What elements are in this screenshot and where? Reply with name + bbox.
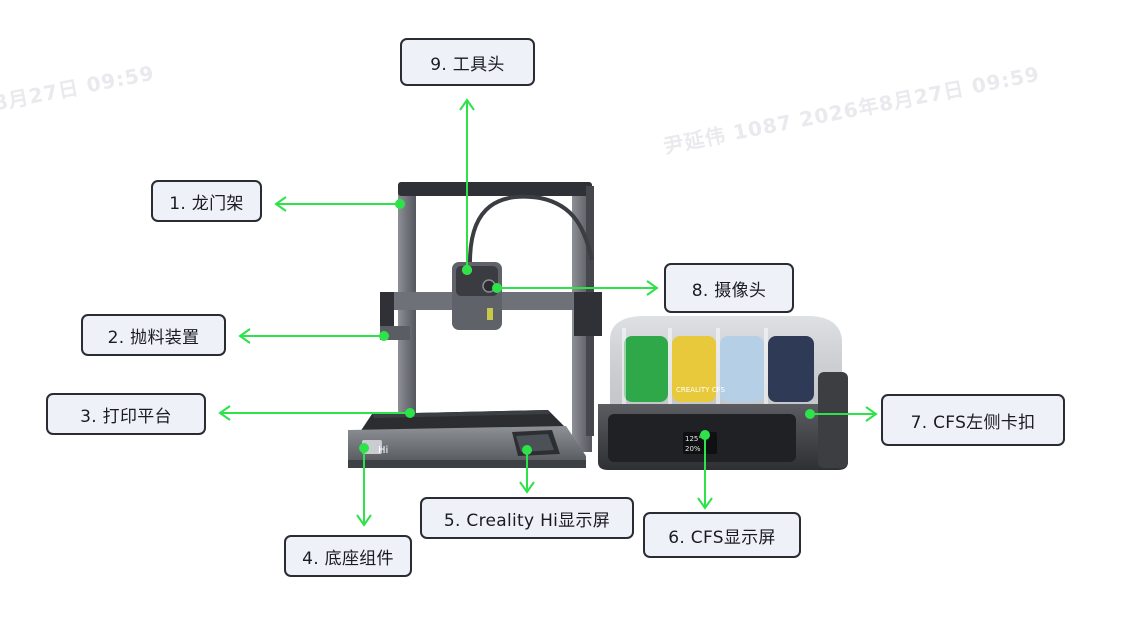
label-base: 4. 底座组件 (284, 535, 412, 577)
dot-bed (405, 408, 415, 418)
dot-camera (492, 283, 502, 293)
cfs-screen-line1: 125° (685, 435, 702, 443)
dot-base (359, 443, 369, 453)
label-cfs-buckle: 7. CFS左侧卡扣 (881, 394, 1065, 446)
label-hi-screen: 5. Creality Hi显示屏 (420, 497, 634, 539)
dot-gantry (395, 199, 405, 209)
label-purge: 2. 抛料装置 (81, 314, 226, 356)
arrowhead-bed (218, 405, 231, 421)
base-logo: Hi (378, 445, 388, 456)
label-gantry: 1. 龙门架 (151, 180, 262, 222)
toolhead (452, 262, 502, 330)
arrowhead-gantry (274, 196, 287, 212)
bowden-tube (468, 194, 594, 263)
arrowhead-camera (646, 280, 659, 296)
arrowhead-purge (238, 328, 251, 344)
printer-base: Hi (348, 426, 586, 468)
arrowhead-hi-screen (519, 481, 535, 494)
dot-purge (379, 331, 389, 341)
arrowhead-cfs-screen (697, 497, 713, 510)
callout-arrows (218, 98, 878, 527)
dot-cfs-buckle (805, 409, 815, 419)
label-camera: 8. 摄像头 (664, 263, 794, 313)
filament-spools (622, 328, 814, 404)
arrowhead-toolhead (459, 98, 475, 111)
cfs-unit: CREALITY CFS 125° 20% (598, 316, 848, 470)
cfs-brand: CREALITY CFS (676, 386, 725, 394)
dot-hi-screen (522, 445, 532, 455)
label-bed: 3. 打印平台 (46, 393, 206, 435)
printer: Hi (348, 182, 602, 468)
dot-toolhead (462, 265, 472, 275)
label-toolhead: 9. 工具头 (400, 38, 535, 86)
dot-cfs-screen (700, 430, 710, 440)
callout-dots (359, 199, 815, 455)
arrowhead-cfs-buckle (865, 406, 878, 422)
cfs-screen-line2: 20% (685, 445, 701, 453)
arrowhead-base (356, 514, 372, 527)
label-cfs-screen: 6. CFS显示屏 (643, 512, 801, 558)
